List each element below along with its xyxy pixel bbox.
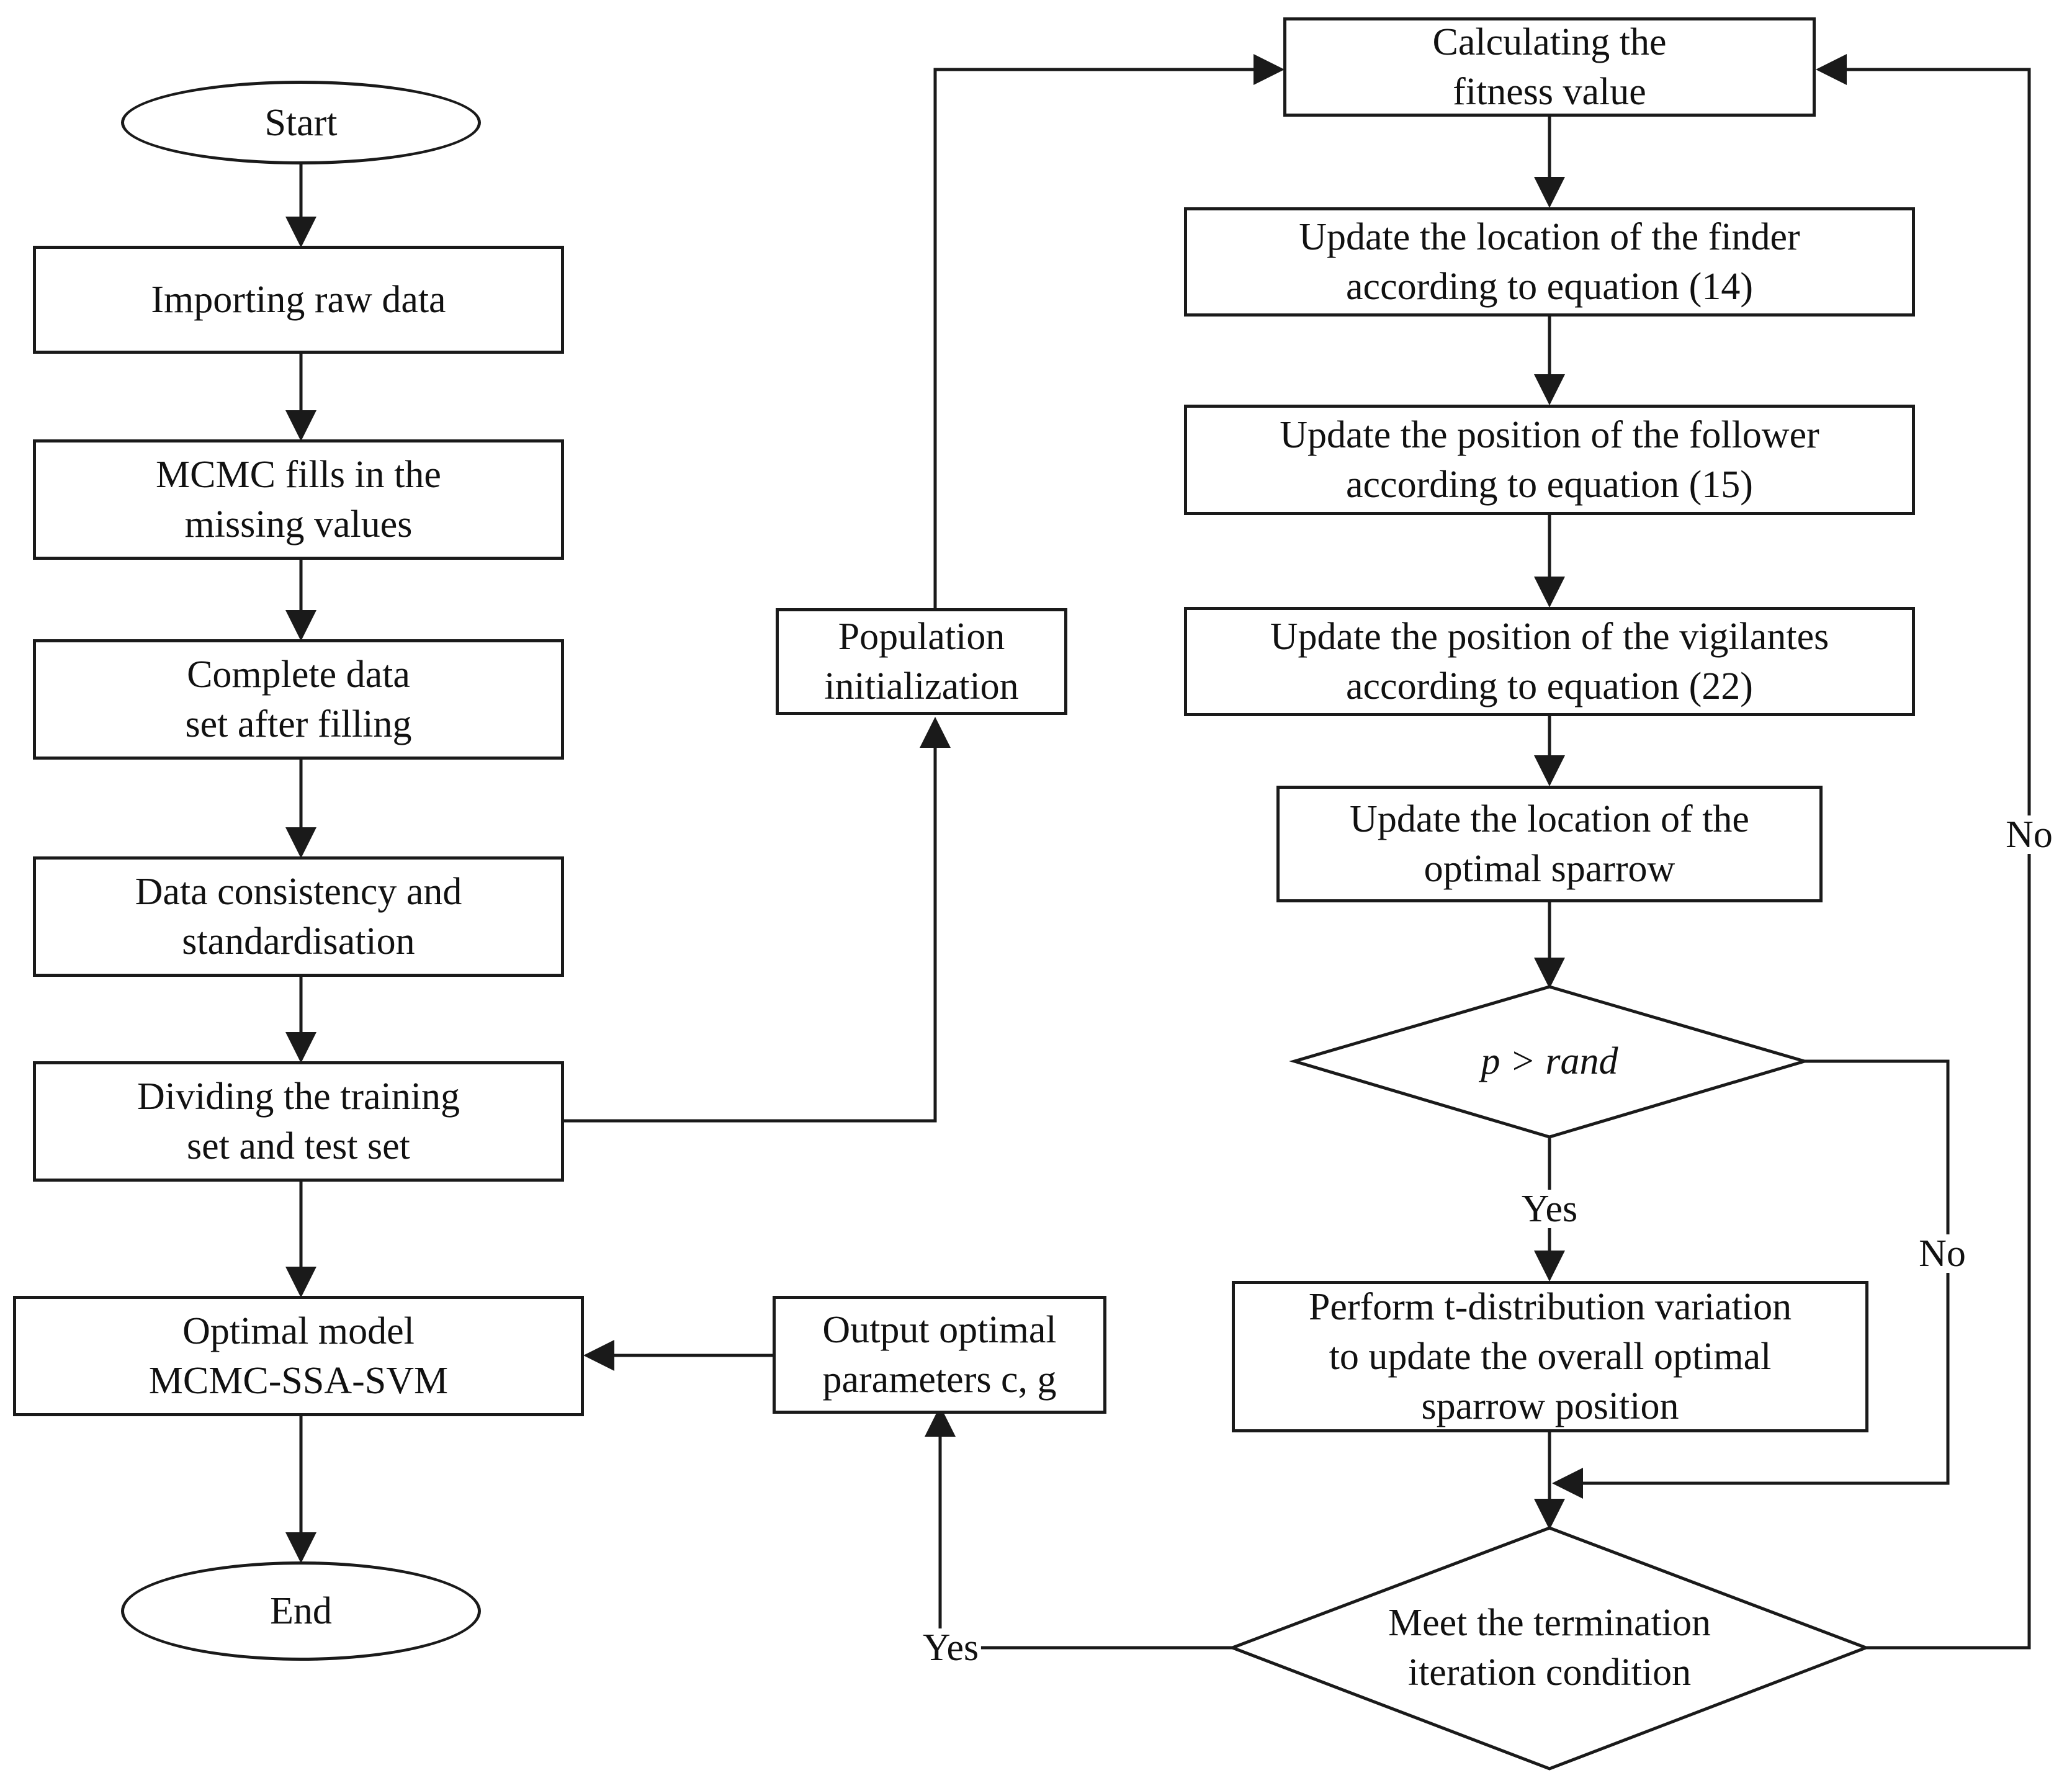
start-label: Start xyxy=(264,101,338,144)
finder-node: Update the location of the finder accord… xyxy=(1184,207,1915,317)
complete-node: Complete data set after filling xyxy=(33,639,564,760)
arrow-divide-to-population xyxy=(564,717,951,1123)
consistency-node: Data consistency and standardisation xyxy=(33,856,564,977)
divide-node: Dividing the training set and test set xyxy=(33,1061,564,1182)
fitness-label: Calculating the fitness value xyxy=(1432,21,1667,113)
optimal-model-node: Optimal model MCMC-SSA-SVM xyxy=(13,1296,584,1416)
divide-label: Dividing the training set and test set xyxy=(137,1076,460,1167)
start-node: Start xyxy=(121,81,481,164)
edge-label-term-no: No xyxy=(2003,815,2055,854)
output-node: Output optimal parameters c, g xyxy=(773,1296,1106,1414)
population-node: Population initialization xyxy=(776,608,1067,715)
vigilantes-label: Update the position of the vigilantes ac… xyxy=(1270,616,1829,707)
optimal-sparrow-node: Update the location of the optimal sparr… xyxy=(1276,786,1823,902)
edge-label-rand-no: No xyxy=(1916,1234,1968,1273)
decision-rand-shape xyxy=(1289,985,1810,1139)
tdist-node: Perform t-distribution variation to upda… xyxy=(1232,1281,1868,1432)
output-label: Output optimal parameters c, g xyxy=(822,1309,1057,1401)
edge-label-term-yes: Yes xyxy=(920,1628,982,1667)
optimal-sparrow-label: Update the location of the optimal sparr… xyxy=(1350,798,1749,890)
fitness-node: Calculating the fitness value xyxy=(1283,17,1816,117)
arrow-population-to-fitness xyxy=(933,54,1285,608)
termination-shape xyxy=(1227,1526,1871,1771)
mcmc-fill-label: MCMC fills in the missing values xyxy=(156,454,441,546)
termination-label: Meet the termination iteration condition xyxy=(1388,1602,1711,1694)
decision-rand-label: p > rand xyxy=(1481,1040,1618,1082)
finder-label: Update the location of the finder accord… xyxy=(1299,216,1800,308)
optimal-model-label: Optimal model MCMC-SSA-SVM xyxy=(148,1310,449,1402)
arrow-termination-no-to-fitness xyxy=(1816,54,2031,1650)
follower-label: Update the position of the follower acco… xyxy=(1280,414,1819,506)
end-node: End xyxy=(121,1561,481,1661)
arrow-termination-yes-to-output xyxy=(925,1406,1232,1650)
consistency-label: Data consistency and standardisation xyxy=(135,871,462,963)
mcmc-fill-node: MCMC fills in the missing values xyxy=(33,439,564,560)
import-label: Importing raw data xyxy=(151,279,446,321)
population-label: Population initialization xyxy=(824,616,1019,707)
end-label: End xyxy=(270,1590,332,1632)
edge-label-rand-yes: Yes xyxy=(1518,1190,1581,1228)
follower-node: Update the position of the follower acco… xyxy=(1184,405,1915,515)
import-node: Importing raw data xyxy=(33,246,564,354)
vigilantes-node: Update the position of the vigilantes ac… xyxy=(1184,607,1915,716)
termination-node: Meet the termination iteration condition xyxy=(1334,1595,1765,1700)
tdist-label: Perform t-distribution variation to upda… xyxy=(1308,1286,1792,1427)
complete-label: Complete data set after filling xyxy=(185,653,412,745)
decision-rand-node: p > rand xyxy=(1357,1024,1742,1098)
